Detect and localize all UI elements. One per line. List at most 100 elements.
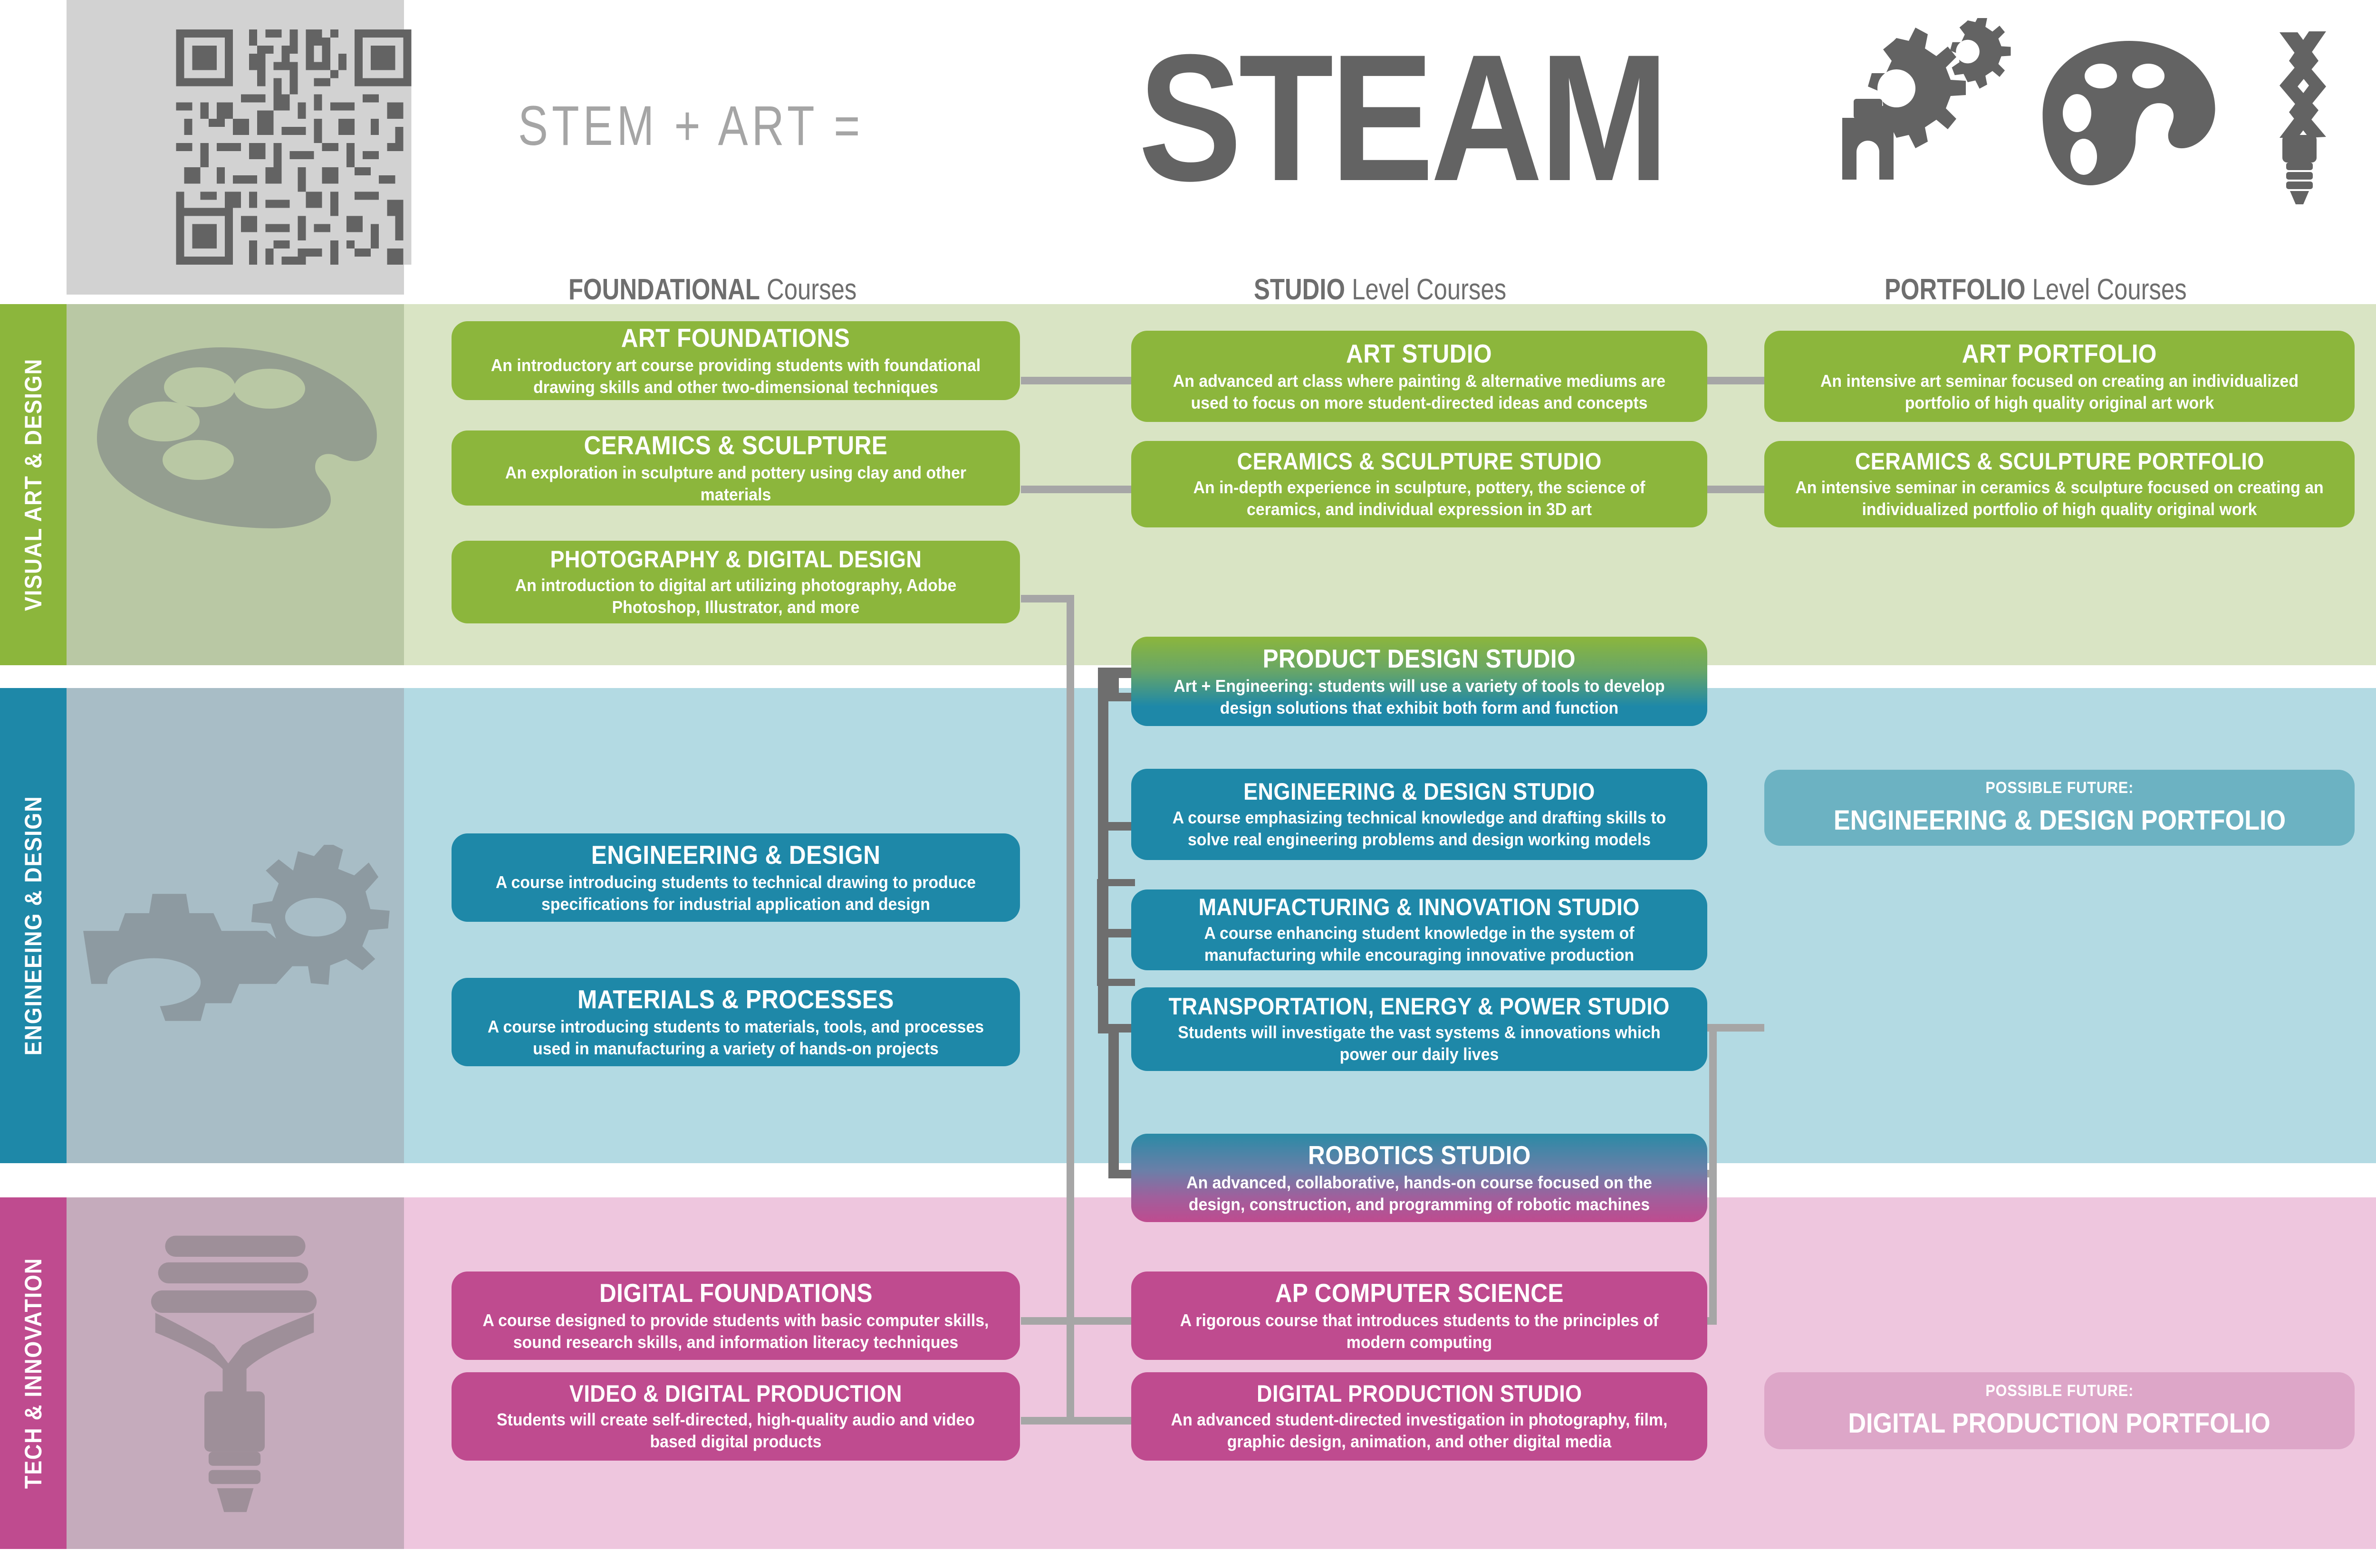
- header-icons: [1842, 18, 2326, 204]
- lightbulb-icon: [151, 1235, 317, 1512]
- course-card-product-design-studio[interactable]: PRODUCT DESIGN STUDIO Art + Engineering:…: [1131, 637, 1707, 726]
- connector-spine-lower: [1108, 1024, 1119, 1178]
- course-title: ART PORTFOLIO: [1962, 339, 2157, 368]
- course-desc: An intensive art seminar focused on crea…: [1820, 371, 2299, 412]
- connector-art-studio-portfolio: [1707, 377, 1764, 384]
- connector-to-engineering-studio: [1108, 822, 1131, 831]
- course-desc: An intensive seminar in ceramics & sculp…: [1795, 478, 2324, 519]
- course-title: VIDEO & DIGITAL PRODUCTION: [569, 1380, 903, 1407]
- column-header-foundational-rest: Courses: [760, 273, 857, 306]
- course-card-digital-production-portfolio[interactable]: POSSIBLE FUTURE: DIGITAL PRODUCTION PORT…: [1764, 1372, 2355, 1449]
- band-icon-tech: [67, 1197, 404, 1549]
- course-card-art-studio[interactable]: ART STUDIO An advanced art class where p…: [1131, 331, 1707, 422]
- course-desc: A course emphasizing technical knowledge…: [1172, 808, 1666, 849]
- sidebar-tab-visual-art-label: VISUAL ART & DESIGN: [20, 358, 47, 611]
- connector-transportation-right: [1707, 1024, 1764, 1032]
- possible-future-label: POSSIBLE FUTURE:: [1985, 1381, 2134, 1400]
- course-card-photography-digital-design[interactable]: PHOTOGRAPHY & DIGITAL DESIGN An introduc…: [452, 541, 1020, 623]
- course-card-video-digital-production[interactable]: VIDEO & DIGITAL PRODUCTION Students will…: [452, 1372, 1020, 1461]
- course-desc: An advanced, collaborative, hands-on cou…: [1186, 1173, 1652, 1214]
- column-header-studio-bold: STUDIO: [1254, 273, 1346, 306]
- sidebar-tab-tech-label: TECH & INNOVATION: [20, 1257, 47, 1489]
- course-card-engineering-design-portfolio[interactable]: POSSIBLE FUTURE: ENGINEERING & DESIGN PO…: [1764, 770, 2355, 846]
- connector-to-product-design: [1108, 693, 1131, 701]
- connector-spine-to-product: [1108, 668, 1119, 700]
- course-title: ART FOUNDATIONS: [621, 323, 850, 353]
- band-icon-visual-art: [67, 304, 404, 665]
- qr-code-icon[interactable]: [170, 29, 417, 265]
- course-card-art-portfolio[interactable]: ART PORTFOLIO An intensive art seminar f…: [1764, 331, 2355, 422]
- course-desc: A course introducing students to technic…: [495, 872, 976, 914]
- column-header-foundational: FOUNDATIONAL Courses: [568, 273, 856, 306]
- sidebar-tab-engineering[interactable]: ENGINEEING & DESIGN: [0, 688, 67, 1163]
- column-header-portfolio-rest: Level Courses: [2025, 273, 2187, 306]
- gears-icon: [83, 845, 390, 1021]
- course-card-ap-computer-science[interactable]: AP COMPUTER SCIENCE A rigorous course th…: [1131, 1272, 1707, 1360]
- connector-photography-out: [1021, 595, 1074, 602]
- connector-ceramics-studio: [1021, 486, 1131, 493]
- palette-icon: [2042, 41, 2215, 185]
- sidebar-tab-tech[interactable]: TECH & INNOVATION: [0, 1197, 67, 1549]
- column-header-foundational-bold: FOUNDATIONAL: [568, 273, 760, 306]
- course-title: ENGINEERING & DESIGN PORTFOLIO: [1833, 804, 2286, 836]
- course-card-ceramics-sculpture-portfolio[interactable]: CERAMICS & SCULPTURE PORTFOLIO An intens…: [1764, 441, 2355, 527]
- connector-art-foundations-studio: [1021, 377, 1131, 384]
- course-card-manufacturing-innovation-studio[interactable]: MANUFACTURING & INNOVATION STUDIO A cour…: [1131, 889, 1707, 970]
- course-title: AP COMPUTER SCIENCE: [1275, 1278, 1564, 1308]
- course-title: CERAMICS & SCULPTURE: [584, 430, 888, 460]
- course-card-ceramics-sculpture-studio[interactable]: CERAMICS & SCULPTURE STUDIO An in-depth …: [1131, 441, 1707, 527]
- course-desc: Students will create self-directed, high…: [497, 1410, 975, 1451]
- course-card-materials-processes[interactable]: MATERIALS & PROCESSES A course introduci…: [452, 978, 1020, 1066]
- robot-icon: [1842, 99, 1894, 180]
- course-title: ENGINEERING & DESIGN: [591, 840, 881, 870]
- course-card-engineering-design-studio[interactable]: ENGINEERING & DESIGN STUDIO A course emp…: [1131, 769, 1707, 860]
- course-card-transportation-energy-power-studio[interactable]: TRANSPORTATION, ENERGY & POWER STUDIO St…: [1131, 987, 1707, 1071]
- course-title: ENGINEERING & DESIGN STUDIO: [1243, 778, 1595, 805]
- course-card-digital-production-studio[interactable]: DIGITAL PRODUCTION STUDIO An advanced st…: [1131, 1372, 1707, 1461]
- connector-studio-spine: [1098, 668, 1108, 1033]
- sidebar-tab-visual-art[interactable]: VISUAL ART & DESIGN: [0, 304, 67, 665]
- course-card-engineering-design[interactable]: ENGINEERING & DESIGN A course introducin…: [452, 833, 1020, 922]
- course-card-robotics-studio[interactable]: ROBOTICS STUDIO An advanced, collaborati…: [1131, 1134, 1707, 1222]
- course-desc: An exploration in sculpture and pottery …: [505, 463, 967, 504]
- course-title: PRODUCT DESIGN STUDIO: [1262, 644, 1576, 673]
- palette-icon: [97, 347, 377, 528]
- connector-ceramics-studio-portfolio: [1707, 486, 1764, 493]
- course-title: TRANSPORTATION, ENERGY & POWER STUDIO: [1168, 993, 1670, 1020]
- course-title: DIGITAL PRODUCTION PORTFOLIO: [1848, 1407, 2271, 1439]
- page-title: STEAM: [1138, 17, 1669, 219]
- column-header-studio-rest: Level Courses: [1345, 273, 1507, 306]
- course-desc: An advanced student-directed investigati…: [1171, 1410, 1668, 1451]
- column-header-portfolio: PORTFOLIO Level Courses: [1885, 273, 2187, 306]
- column-header-portfolio-bold: PORTFOLIO: [1885, 273, 2026, 306]
- course-desc: A course designed to provide students wi…: [482, 1310, 989, 1352]
- course-title: DIGITAL FOUNDATIONS: [599, 1278, 873, 1308]
- course-title: DIGITAL PRODUCTION STUDIO: [1256, 1380, 1582, 1407]
- sidebar-tab-engineering-label: ENGINEEING & DESIGN: [20, 795, 47, 1056]
- connector-ap-cs-right: [1707, 1317, 1717, 1325]
- course-title: PHOTOGRAPHY & DIGITAL DESIGN: [550, 546, 922, 573]
- course-title: ART STUDIO: [1346, 339, 1492, 368]
- course-card-digital-foundations[interactable]: DIGITAL FOUNDATIONS A course designed to…: [452, 1272, 1020, 1360]
- qr-panel: [67, 0, 412, 295]
- course-card-ceramics-sculpture[interactable]: CERAMICS & SCULPTURE An exploration in s…: [452, 430, 1020, 506]
- course-desc: An advanced art class where painting & a…: [1173, 371, 1666, 412]
- course-desc: Art + Engineering: students will use a v…: [1174, 676, 1665, 717]
- band-icon-engineering: [67, 688, 404, 1163]
- course-title: MATERIALS & PROCESSES: [577, 985, 894, 1014]
- course-desc: A course introducing students to materia…: [487, 1017, 984, 1058]
- stem-plus-art-equation: STEM + ART =: [518, 95, 864, 157]
- connector-robotics-right: [1707, 1170, 1717, 1177]
- course-card-art-foundations[interactable]: ART FOUNDATIONS An introductory art cour…: [452, 321, 1020, 400]
- course-desc: An introductory art course providing stu…: [491, 355, 981, 397]
- course-desc: An introduction to digital art utilizing…: [515, 575, 957, 617]
- lightbulb-icon: [2280, 31, 2326, 204]
- connector-to-manufacturing-studio: [1108, 929, 1131, 937]
- course-desc: A rigorous course that introduces studen…: [1180, 1310, 1659, 1352]
- course-title: MANUFACTURING & INNOVATION STUDIO: [1198, 894, 1640, 920]
- possible-future-label: POSSIBLE FUTURE:: [1985, 778, 2134, 797]
- connector-video-to-digital-production: [1021, 1417, 1131, 1425]
- course-desc: Students will investigate the vast syste…: [1178, 1023, 1661, 1064]
- connector-to-robotics-studio: [1108, 1170, 1131, 1178]
